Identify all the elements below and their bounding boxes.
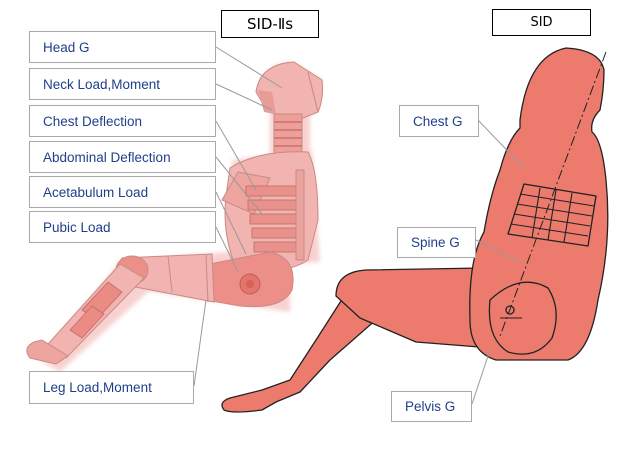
leg-load-moment-label: Leg Load,Moment <box>29 371 194 404</box>
sid2s-title: SID-Ⅱs <box>221 10 319 38</box>
acetabulum-load-label: Acetabulum Load <box>29 176 216 208</box>
chest-g-label: Chest G <box>399 105 479 137</box>
sid-thigh <box>336 268 492 348</box>
abdominal-deflection-label: Abdominal Deflection <box>29 141 216 173</box>
chest-deflection-label: Chest Deflection <box>29 105 216 137</box>
pubic-load-label: Pubic Load <box>29 211 216 243</box>
spine-g-label: Spine G <box>397 227 476 258</box>
neck-load-moment-label: Neck Load,Moment <box>29 68 216 100</box>
sid-title: SID <box>492 9 591 36</box>
pelvis-g-label: Pelvis G <box>391 391 472 422</box>
sid-pelvis <box>489 282 556 354</box>
head-g-label: Head G <box>29 31 216 63</box>
